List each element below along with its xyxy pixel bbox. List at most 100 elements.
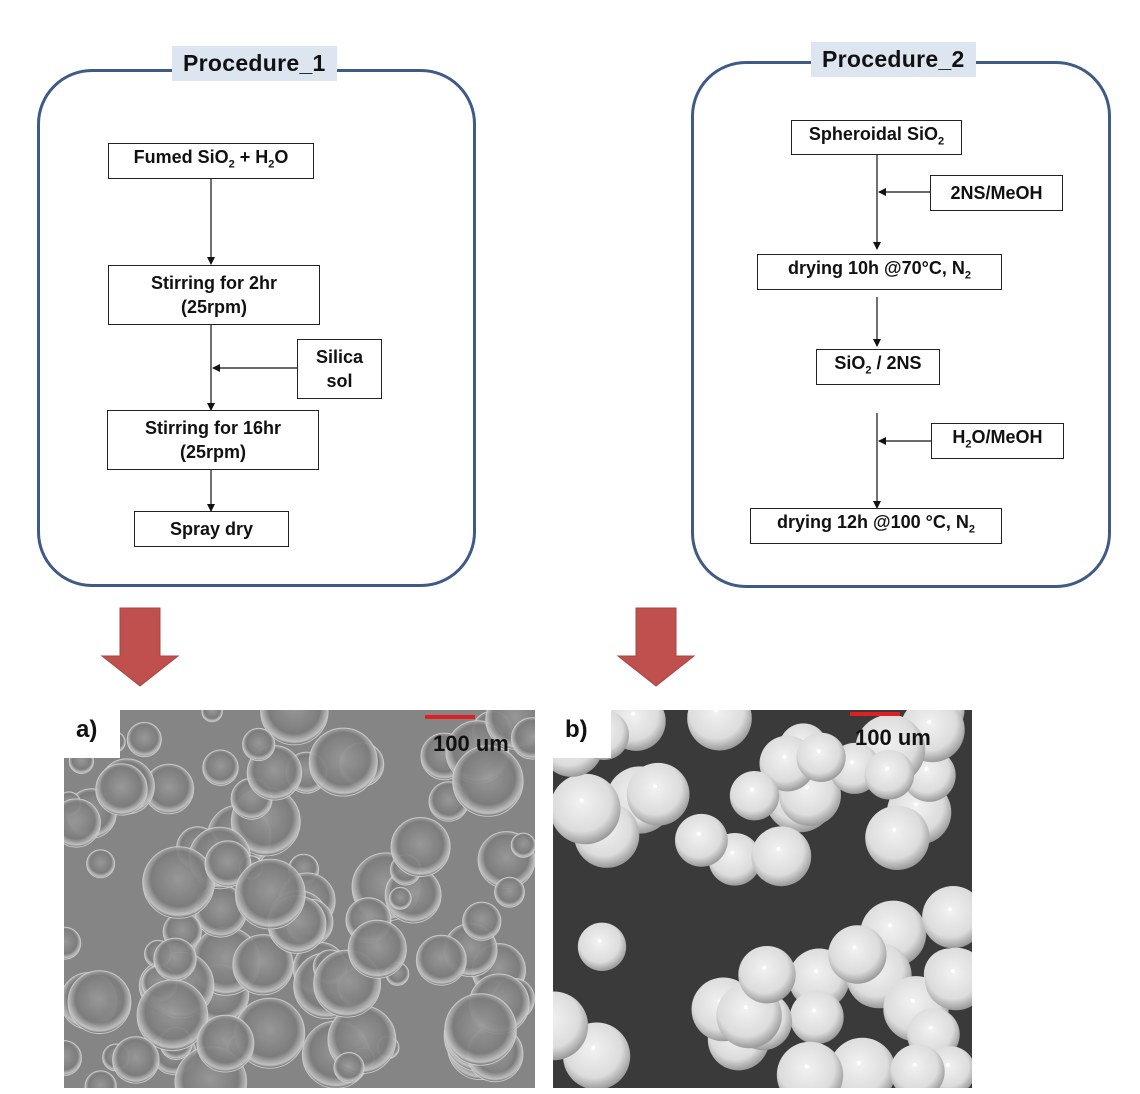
sphere xyxy=(751,826,812,887)
sphere-highlight xyxy=(743,1005,748,1010)
sphere-highlight xyxy=(927,719,932,724)
sphere-highlight xyxy=(579,798,584,803)
sphere-highlight xyxy=(730,850,735,855)
particle xyxy=(452,745,524,817)
particle xyxy=(308,727,378,797)
particle xyxy=(510,832,535,858)
particle xyxy=(153,937,197,982)
particle xyxy=(64,926,82,960)
sphere-highlight xyxy=(856,1060,861,1065)
particle xyxy=(86,849,116,879)
sphere-highlight xyxy=(892,827,897,832)
micrograph-a-image xyxy=(64,710,535,1088)
step-2ns-meoh: 2NS/MeOH xyxy=(930,175,1063,211)
particle xyxy=(202,749,239,786)
particle xyxy=(112,1036,160,1084)
sphere-highlight xyxy=(782,754,787,759)
particle xyxy=(388,886,412,910)
sphere xyxy=(865,805,930,870)
sphere xyxy=(577,922,627,971)
particle xyxy=(64,1040,82,1076)
scale-bar-b xyxy=(850,712,900,716)
sphere xyxy=(890,1044,945,1088)
sphere-highlight xyxy=(714,710,719,713)
micrograph-b-image xyxy=(553,710,972,1088)
particle xyxy=(347,919,407,979)
sphere-highlight xyxy=(887,923,892,928)
step-h2o-meoh: H2O/MeOH xyxy=(931,423,1064,459)
sphere-highlight xyxy=(750,787,754,792)
sphere-highlight xyxy=(910,998,915,1003)
particle xyxy=(415,934,467,986)
sphere-highlight xyxy=(912,1062,917,1067)
step-spheroidal-sio2: Spheroidal SiO2 xyxy=(791,120,962,155)
particle xyxy=(444,993,517,1066)
sphere-highlight xyxy=(804,1064,809,1069)
procedure-1-title: Procedure_1 xyxy=(172,46,337,81)
sphere-highlight xyxy=(804,785,809,790)
micrograph-a xyxy=(64,710,535,1088)
particle xyxy=(136,979,209,1052)
step-sio2-2ns: SiO2 / 2NS xyxy=(816,349,940,385)
step-stirring-16hr: Stirring for 16hr (25rpm) xyxy=(107,410,319,470)
sphere-highlight xyxy=(928,1025,933,1030)
particle xyxy=(201,710,223,723)
sphere xyxy=(828,1037,896,1088)
sphere xyxy=(738,946,796,1004)
sphere-highlight xyxy=(913,802,918,807)
sphere xyxy=(553,991,589,1061)
sphere-highlight xyxy=(850,760,854,765)
sphere-highlight xyxy=(631,711,636,716)
particle xyxy=(462,901,502,941)
sphere xyxy=(729,771,780,821)
particle xyxy=(232,934,294,996)
sphere-highlight xyxy=(762,965,767,970)
sphere xyxy=(789,990,844,1045)
sphere xyxy=(864,749,915,800)
particle xyxy=(260,710,329,746)
sphere xyxy=(626,762,690,826)
sphere-highlight xyxy=(948,907,953,912)
particle xyxy=(333,1052,365,1083)
image-b-label: b) xyxy=(553,710,611,758)
step-drying-12h: drying 12h @100 °C, N2 xyxy=(750,508,1002,544)
sphere-highlight xyxy=(597,938,602,943)
particle xyxy=(242,727,276,762)
scale-label-b: 100 um xyxy=(855,725,931,750)
sphere-highlight xyxy=(852,945,857,950)
particle xyxy=(510,717,535,760)
down-arrow-icon xyxy=(100,607,180,687)
procedure-2-title: Procedure_2 xyxy=(811,42,976,77)
particle xyxy=(126,721,162,758)
particle xyxy=(142,846,215,919)
sphere xyxy=(553,773,621,845)
sphere-highlight xyxy=(951,969,955,974)
sphere-highlight xyxy=(884,766,889,771)
down-arrow-icon xyxy=(616,607,696,687)
sphere xyxy=(796,732,846,782)
sphere-highlight xyxy=(946,1062,950,1067)
sphere-highlight xyxy=(812,1008,817,1013)
step-silica-sol: Silica sol xyxy=(297,339,382,399)
particle xyxy=(390,817,451,877)
sphere-highlight xyxy=(816,749,821,754)
sphere-highlight xyxy=(924,766,929,771)
particle xyxy=(67,970,132,1035)
image-a-label: a) xyxy=(64,710,120,758)
step-stirring-2hr: Stirring for 2hr (25rpm) xyxy=(108,265,320,325)
particle xyxy=(494,876,525,908)
particle xyxy=(234,858,306,930)
sphere-highlight xyxy=(653,784,657,789)
sphere xyxy=(922,886,972,949)
particle xyxy=(95,763,148,816)
sphere-highlight xyxy=(776,846,781,851)
step-fumed-sio2-h2o: Fumed SiO2 + H2O xyxy=(108,143,314,179)
sphere xyxy=(687,710,752,751)
sphere-highlight xyxy=(696,831,701,836)
micrograph-b xyxy=(553,710,972,1088)
particle xyxy=(84,1070,117,1088)
scale-label-a: 100 um xyxy=(433,731,509,756)
step-spray-dry: Spray dry xyxy=(134,511,289,547)
step-drying-10h: drying 10h @70°C, N2 xyxy=(757,254,1002,290)
